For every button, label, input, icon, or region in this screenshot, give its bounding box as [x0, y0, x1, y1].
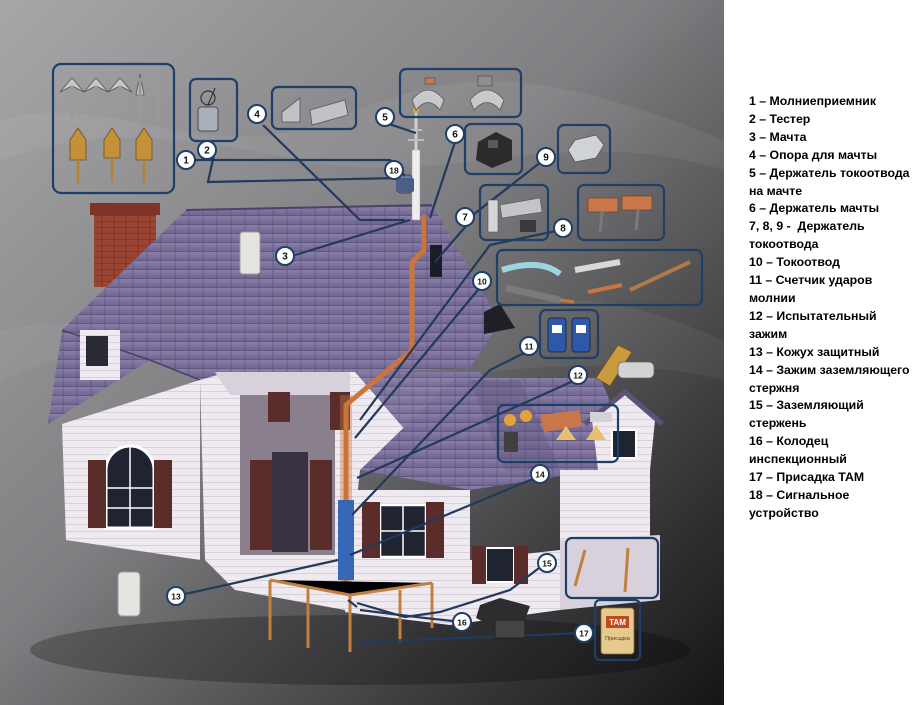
holder-7-item [476, 132, 512, 168]
rod-clamp-items [504, 410, 612, 452]
inset-conductor [495, 248, 704, 307]
callout-label-3: 3 [282, 252, 288, 263]
left-wing [80, 330, 120, 380]
legend-item: 6 – Держатель мачты [749, 201, 880, 216]
inset-mast-support [270, 85, 358, 131]
mast-tube [239, 231, 261, 275]
inset-tam [593, 598, 642, 662]
inset-panels [51, 62, 704, 662]
callout-label-13: 13 [171, 592, 181, 602]
callout-label-4: 4 [254, 110, 260, 121]
ground-shadow [30, 615, 690, 685]
inset-holder-9 [576, 183, 666, 242]
inset-clamps [398, 67, 523, 119]
legend-item: 3 – Мачта [749, 129, 807, 144]
callout-label-8: 8 [560, 224, 566, 235]
legend-item: 2 – Тестер [749, 111, 811, 126]
callout-7: 7 [455, 207, 475, 227]
callout-9: 9 [536, 147, 556, 167]
inset-holder-8 [478, 183, 550, 242]
callout-3: 3 [275, 246, 295, 266]
holder-8-item [487, 197, 543, 233]
callout-14: 14 [530, 464, 550, 484]
inspection-well-item [476, 598, 530, 639]
air-terminal-items [59, 73, 160, 184]
callout-label-9: 9 [543, 153, 549, 164]
callout-18: 18 [384, 160, 404, 180]
callout-label-2: 2 [204, 146, 210, 157]
tam-bag-item: TAM Присадка [600, 607, 635, 655]
callout-label-12: 12 [573, 371, 583, 381]
inset-ground-rod [564, 536, 660, 600]
inset-counter [538, 308, 600, 360]
legend-item: 11 – Счетчик ударов молнии [749, 273, 876, 305]
callout-15: 15 [537, 553, 557, 573]
callout-label-6: 6 [452, 130, 458, 141]
legend-item: 13 – Кожух защитный [749, 344, 880, 359]
callout-lines [175, 120, 585, 644]
callout-label-17: 17 [579, 629, 589, 639]
inset-tester [188, 77, 239, 143]
inset-rod-clamps [496, 403, 620, 464]
ground-rod-item [573, 547, 630, 593]
holder-9-item [587, 195, 653, 233]
grounding-rods [268, 578, 434, 652]
mast-support-items [281, 97, 349, 126]
conductor-items [501, 259, 691, 304]
legend-item: 5 – Держатель токоотвода на мачте [749, 165, 913, 198]
callout-12: 12 [568, 365, 588, 385]
tam-brand: TAM [609, 618, 626, 627]
legend: 1 – Молниеприемник 2 – Тестер 3 – Мачта 4 –… [749, 93, 917, 523]
inset-holder-6 [556, 123, 612, 175]
callout-11: 11 [519, 336, 539, 356]
legend-item: 18 – Сигнальное устройство [749, 487, 853, 520]
clamp-items [411, 75, 505, 111]
holder-6-item [567, 134, 605, 163]
protective-cover-item [117, 571, 141, 617]
callout-4: 4 [247, 104, 267, 124]
callout-label-10: 10 [477, 277, 487, 287]
legend-item: 16 – Колодец инспекционный [749, 434, 847, 467]
callout-label-14: 14 [535, 470, 545, 480]
legend-item: 10 – Токоотвод [749, 255, 840, 270]
down-conductor [343, 215, 427, 590]
legend-item: 17 – Присадка ТАМ [749, 470, 865, 485]
protective-cover [338, 500, 354, 580]
callout-13: 13 [166, 586, 186, 606]
callout-8: 8 [553, 218, 573, 238]
callout-1: 1 [176, 150, 196, 170]
callout-2: 2 [197, 140, 217, 160]
callout-label-5: 5 [382, 113, 388, 124]
legend-item: 1 – Молниеприемник [749, 94, 877, 108]
callout-16: 16 [452, 612, 472, 632]
callout-label-7: 7 [462, 213, 468, 224]
signal-device-item [396, 178, 414, 192]
legend-item: 7, 8, 9 - Держатель токоотвода [749, 219, 868, 252]
callout-label-16: 16 [457, 618, 467, 628]
callout-label-18: 18 [389, 166, 399, 176]
test-clamp-item [595, 344, 655, 387]
callout-6: 6 [445, 124, 465, 144]
callout-10: 10 [472, 271, 492, 291]
legend-item: 14 – Зажим заземляющего стержня [749, 362, 913, 395]
legend-item: 15 – Заземляющий стержень [749, 398, 868, 431]
callout-label-1: 1 [183, 156, 189, 167]
front-wall [62, 372, 480, 610]
callout-label-15: 15 [542, 559, 552, 569]
legend-item: 12 – Испытательный зажим [749, 308, 880, 341]
legend-item: 4 – Опора для мачты [749, 147, 878, 162]
callout-label-11: 11 [525, 342, 534, 352]
counter-item [547, 317, 591, 353]
tester-item [197, 87, 219, 132]
inset-holder-7 [463, 122, 524, 176]
tam-subtitle: Присадка [605, 636, 631, 642]
inset-air-terminals [51, 62, 176, 195]
callout-5: 5 [375, 107, 395, 127]
callout-17: 17 [574, 623, 594, 643]
roof-vent [484, 304, 515, 334]
